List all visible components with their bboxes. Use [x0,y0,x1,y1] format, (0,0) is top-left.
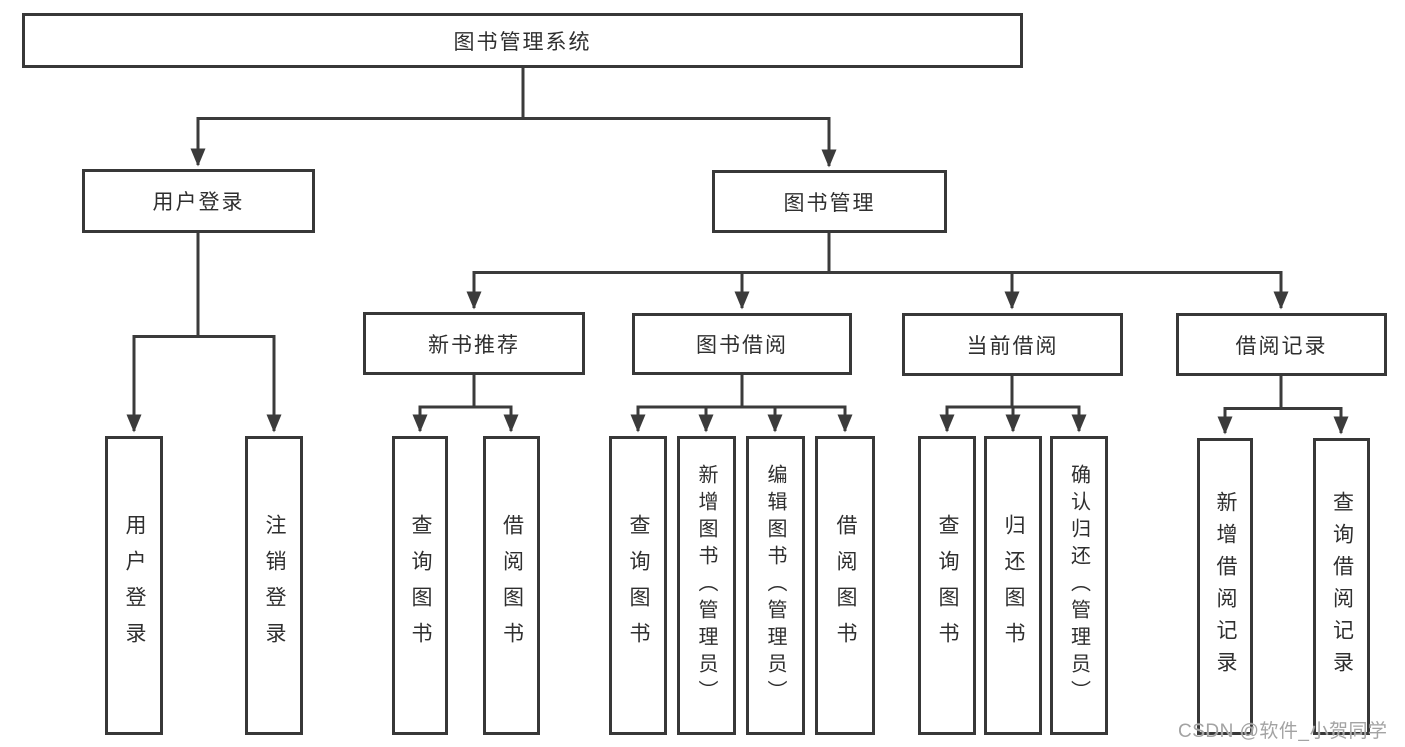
node-book-borrow: 图书借阅 [632,313,852,375]
leaf-label: 查询图书 [627,513,650,658]
node-borrow-records: 借阅记录 [1176,313,1387,376]
leaf-label: 新增借阅记录 [1214,490,1237,683]
node-book-management: 图书管理 [712,170,947,233]
leaf-label: 查询图书 [936,513,959,658]
leaf-add-borrow-record: 新增借阅记录 [1197,438,1253,735]
leaf-label: 确认归还（管理员） [1067,464,1090,707]
leaf-confirm-return-admin: 确认归还（管理员） [1050,436,1108,735]
leaf-label: 新增图书（管理员） [695,464,717,707]
leaf-query-books: 查询图书 [918,436,976,735]
connector-rails [132,68,1343,410]
node-current-borrow: 当前借阅 [902,313,1123,376]
leaf-label: 用户登录 [123,513,146,658]
leaf-label: 借阅图书 [500,513,524,658]
node-new-books: 新书推荐 [363,312,585,375]
leaf-query-borrow-record: 查询借阅记录 [1313,438,1370,735]
leaf-user-login: 用户登录 [105,436,163,735]
leaf-borrow-books: 借阅图书 [483,436,540,735]
leaf-logout: 注销登录 [245,436,303,735]
leaf-add-books-admin: 新增图书（管理员） [677,436,736,735]
leaf-label: 查询借阅记录 [1330,490,1354,683]
node-root: 图书管理系统 [22,13,1023,68]
leaf-return-books: 归还图书 [984,436,1042,735]
leaf-query-books: 查询图书 [609,436,667,735]
leaf-edit-books-admin: 编辑图书（管理员） [746,436,805,735]
node-user-login: 用户登录 [82,169,315,233]
leaf-borrow-books: 借阅图书 [815,436,875,735]
leaf-label: 编辑图书（管理员） [764,464,786,707]
csdn-watermark: CSDN @软件_小贺同学 [1178,721,1388,742]
leaf-label: 注销登录 [263,513,286,658]
leaf-label: 查询图书 [409,513,432,658]
leaf-label: 借阅图书 [834,513,857,658]
leaf-query-books: 查询图书 [392,436,448,735]
leaf-label: 归还图书 [1002,513,1025,658]
